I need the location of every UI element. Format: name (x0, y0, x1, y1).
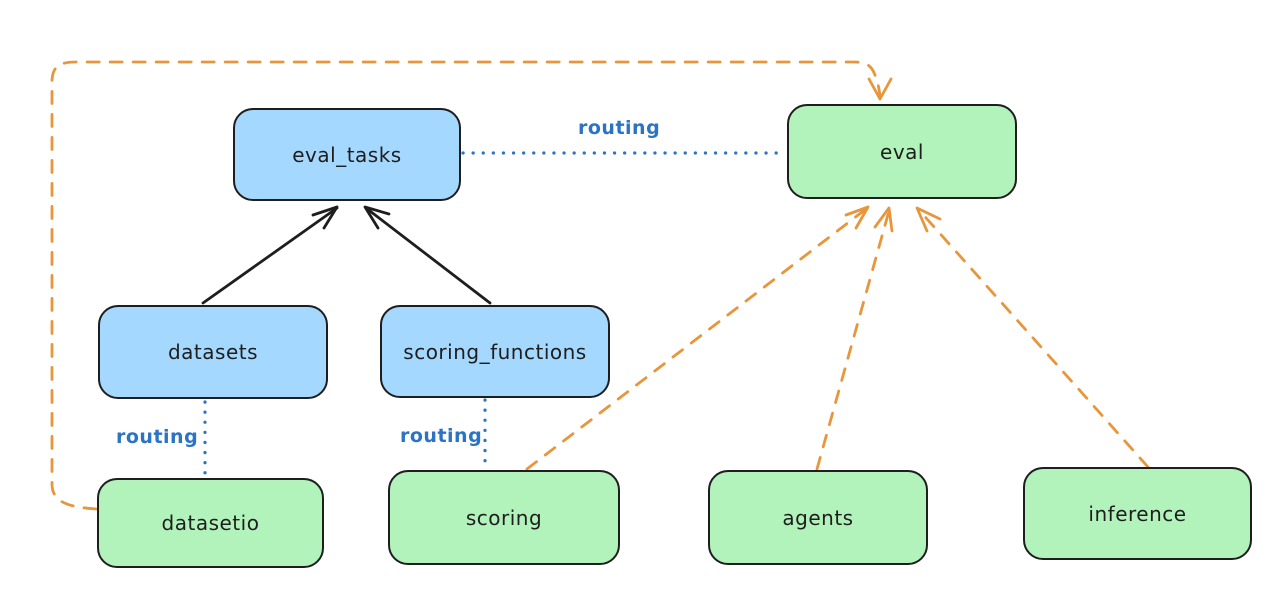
node-scoring-functions-label: scoring_functions (403, 339, 587, 364)
node-eval-tasks-label: eval_tasks (292, 142, 402, 167)
dashed-arrow-datasetio-to-eval (50, 60, 893, 511)
node-scoring-label: scoring (465, 505, 543, 530)
node-eval: eval (787, 104, 1017, 199)
node-datasetio: datasetio (97, 478, 324, 568)
edge-label-routing-datasets: routing (116, 426, 199, 448)
node-agents-label: agents (782, 505, 854, 530)
edge-label-routing-scoring: routing (400, 425, 483, 447)
arrow-scoring-functions-to-eval-tasks (363, 205, 492, 305)
node-inference-label: inference (1088, 501, 1187, 526)
dashed-arrow-inference-to-eval (915, 206, 1150, 469)
dashed-arrow-agents-to-eval (815, 206, 894, 471)
node-datasets-label: datasets (167, 340, 259, 364)
arrow-datasets-to-eval-tasks (201, 205, 339, 305)
node-scoring-functions: scoring_functions (380, 305, 610, 398)
node-scoring: scoring (388, 470, 620, 565)
node-inference: inference (1023, 467, 1252, 560)
node-datasets: datasets (98, 305, 328, 399)
edge-label-routing-top: routing (578, 117, 661, 139)
node-agents: agents (708, 470, 928, 565)
dashed-arrow-scoring-to-eval (525, 205, 870, 471)
node-eval-label: eval (880, 139, 924, 164)
node-datasetio-label: datasetio (161, 511, 260, 535)
node-eval-tasks: eval_tasks (233, 108, 461, 201)
